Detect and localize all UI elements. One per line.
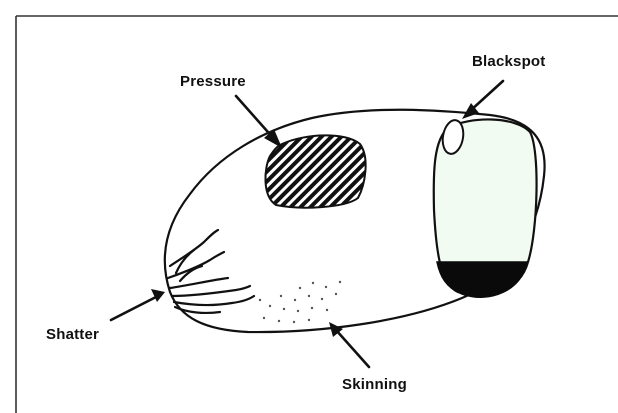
blackspot-section xyxy=(434,119,537,298)
pressure-label: Pressure xyxy=(180,73,246,90)
shatter-cracks xyxy=(168,230,254,313)
skinning-dots xyxy=(259,281,341,323)
pressure-arrow xyxy=(236,96,282,148)
skinning-label: Skinning xyxy=(342,376,407,393)
shatter-label: Shatter xyxy=(46,326,99,343)
blackspot-dark-area xyxy=(437,262,527,297)
blackspot-label: Blackspot xyxy=(472,53,546,70)
shatter-arrow xyxy=(111,289,165,320)
skinning-arrow xyxy=(329,322,369,367)
